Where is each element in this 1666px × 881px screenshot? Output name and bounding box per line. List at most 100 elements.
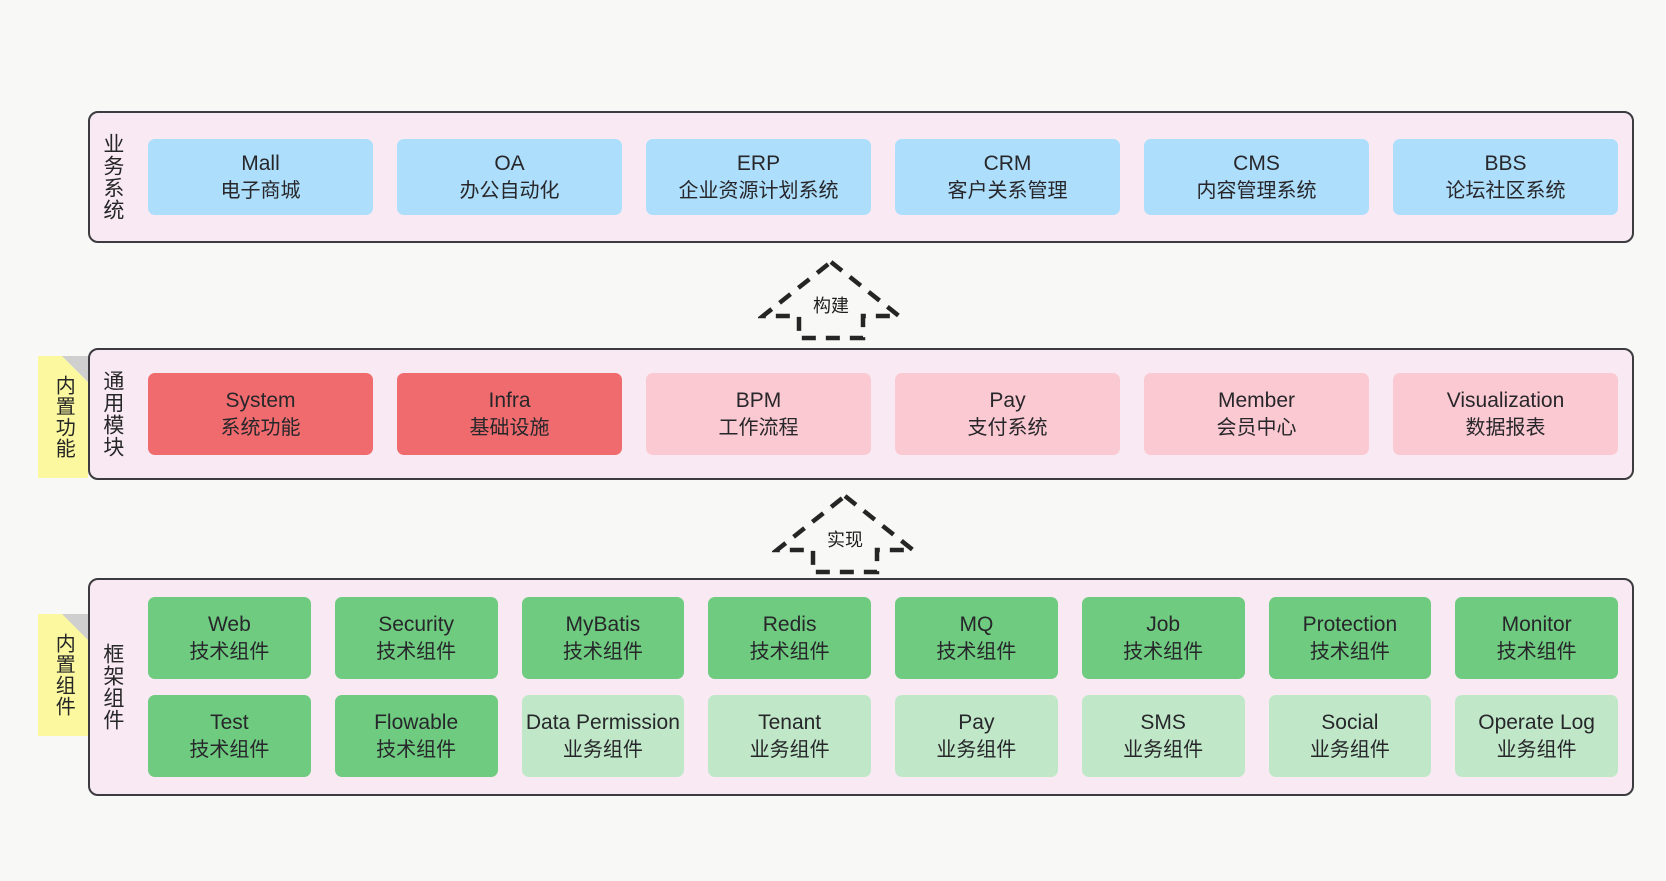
node-subtitle: 业务组件: [1123, 738, 1204, 761]
sticky-note-builtin-component: 内置组件: [38, 614, 88, 736]
node-title: Web: [207, 613, 251, 637]
layer-row: Web 技术组件 Security 技术组件 MyBatis 技术组件 Redi…: [148, 597, 1618, 679]
node-tenant[interactable]: Tenant 业务组件: [708, 695, 871, 777]
node-bpm[interactable]: BPM 工作流程: [646, 373, 871, 455]
node-subtitle: 技术组件: [936, 640, 1017, 663]
node-subtitle: 技术组件: [376, 640, 457, 663]
node-subtitle: 基础设施: [469, 416, 550, 439]
node-member[interactable]: Member 会员中心: [1144, 373, 1369, 455]
layer-row: Test 技术组件 Flowable 技术组件 Data Permission …: [148, 695, 1618, 777]
node-social[interactable]: Social 业务组件: [1268, 695, 1432, 777]
node-subtitle: 业务组件: [1496, 738, 1577, 761]
layer-common-module: 通用模块 System 系统功能 Infra 基础设施 BPM 工作流程 Pay…: [88, 348, 1634, 480]
node-subtitle: 数据报表: [1465, 416, 1546, 439]
node-title: Security: [378, 613, 455, 637]
node-subtitle: 技术组件: [189, 738, 270, 761]
node-title: Infra: [488, 389, 531, 413]
layer-body-common-module: System 系统功能 Infra 基础设施 BPM 工作流程 Pay 支付系统…: [134, 350, 1632, 478]
dashed-up-arrow-icon: [758, 259, 904, 341]
node-data-permission[interactable]: Data Permission 业务组件: [521, 695, 685, 777]
node-redis[interactable]: Redis 技术组件: [708, 597, 871, 679]
node-title: System: [225, 389, 296, 413]
node-subtitle: 业务组件: [562, 738, 643, 761]
node-subtitle: 技术组件: [189, 640, 270, 663]
node-title: MQ: [959, 613, 994, 637]
node-mall[interactable]: Mall 电子商城: [148, 139, 373, 215]
node-visualization[interactable]: Visualization 数据报表: [1393, 373, 1618, 455]
node-title: Visualization: [1446, 389, 1565, 413]
node-operate-log[interactable]: Operate Log 业务组件: [1455, 695, 1618, 777]
node-title: Mall: [241, 152, 280, 176]
node-subtitle: 系统功能: [220, 416, 301, 439]
node-title: CRM: [983, 152, 1032, 176]
node-mq[interactable]: MQ 技术组件: [895, 597, 1058, 679]
node-title: Operate Log: [1478, 711, 1595, 735]
layer-body-framework-component: Web 技术组件 Security 技术组件 MyBatis 技术组件 Redi…: [134, 580, 1632, 794]
node-title: ERP: [736, 152, 781, 176]
node-title: CMS: [1233, 152, 1280, 176]
node-pay-business[interactable]: Pay 业务组件: [895, 695, 1058, 777]
node-subtitle: 业务组件: [1309, 738, 1390, 761]
node-subtitle: 业务组件: [749, 738, 830, 761]
node-bbs[interactable]: BBS 论坛社区系统: [1393, 139, 1618, 215]
layer-row: Mall 电子商城 OA 办公自动化 ERP 企业资源计划系统 CRM 客户关系…: [148, 139, 1618, 215]
node-title: Pay: [958, 711, 995, 735]
layer-title-framework-component: 框架组件: [100, 643, 124, 731]
node-subtitle: 技术组件: [1309, 640, 1390, 663]
node-sms[interactable]: SMS 业务组件: [1081, 695, 1245, 777]
node-subtitle: 技术组件: [1496, 640, 1577, 663]
node-cms[interactable]: CMS 内容管理系统: [1144, 139, 1369, 215]
dashed-up-arrow-icon: [772, 493, 918, 575]
node-system[interactable]: System 系统功能: [148, 373, 373, 455]
node-title: Member: [1217, 389, 1296, 413]
layer-body-business-system: Mall 电子商城 OA 办公自动化 ERP 企业资源计划系统 CRM 客户关系…: [134, 113, 1632, 241]
node-flowable[interactable]: Flowable 技术组件: [334, 695, 498, 777]
node-subtitle: 工作流程: [718, 416, 799, 439]
arrow-label: 构建: [810, 292, 852, 318]
node-subtitle: 支付系统: [967, 416, 1048, 439]
layer-title-common-module: 通用模块: [100, 370, 124, 458]
node-oa[interactable]: OA 办公自动化: [397, 139, 622, 215]
layer-row: System 系统功能 Infra 基础设施 BPM 工作流程 Pay 支付系统…: [148, 373, 1618, 455]
node-title: Monitor: [1501, 613, 1572, 637]
node-monitor[interactable]: Monitor 技术组件: [1455, 597, 1618, 679]
node-subtitle: 企业资源计划系统: [678, 179, 839, 202]
node-subtitle: 技术组件: [562, 640, 643, 663]
node-subtitle: 技术组件: [376, 738, 457, 761]
sticky-note-label: 内置功能: [52, 375, 75, 459]
node-title: Flowable: [374, 711, 459, 735]
node-subtitle: 客户关系管理: [947, 179, 1068, 202]
node-title: Data Permission: [525, 711, 680, 735]
node-security[interactable]: Security 技术组件: [334, 597, 498, 679]
node-protection[interactable]: Protection 技术组件: [1268, 597, 1432, 679]
node-title: Pay: [989, 389, 1026, 413]
node-title: OA: [494, 152, 525, 176]
layer-title-business-system: 业务系统: [100, 133, 124, 221]
node-infra[interactable]: Infra 基础设施: [397, 373, 622, 455]
node-erp[interactable]: ERP 企业资源计划系统: [646, 139, 871, 215]
layer-framework-component: 框架组件 Web 技术组件 Security 技术组件 MyBatis 技术组件…: [88, 578, 1634, 796]
node-subtitle: 会员中心: [1216, 416, 1297, 439]
node-title: Protection: [1302, 613, 1398, 637]
node-subtitle: 论坛社区系统: [1445, 179, 1566, 202]
implement-arrow: 实现: [772, 492, 918, 576]
node-title: Job: [1146, 613, 1181, 637]
node-subtitle: 技术组件: [1123, 640, 1204, 663]
node-crm[interactable]: CRM 客户关系管理: [895, 139, 1120, 215]
node-job[interactable]: Job 技术组件: [1081, 597, 1245, 679]
node-title: Tenant: [758, 711, 822, 735]
node-title: Social: [1321, 711, 1379, 735]
node-title: Redis: [762, 613, 817, 637]
node-web[interactable]: Web 技术组件: [148, 597, 311, 679]
node-title: MyBatis: [565, 613, 641, 637]
node-pay[interactable]: Pay 支付系统: [895, 373, 1120, 455]
node-title: Test: [210, 711, 249, 735]
build-arrow: 构建: [758, 258, 904, 342]
node-test[interactable]: Test 技术组件: [148, 695, 311, 777]
node-subtitle: 办公自动化: [459, 179, 560, 202]
node-title: SMS: [1140, 711, 1186, 735]
node-subtitle: 内容管理系统: [1196, 179, 1317, 202]
arrow-label: 实现: [824, 526, 866, 552]
node-mybatis[interactable]: MyBatis 技术组件: [521, 597, 685, 679]
